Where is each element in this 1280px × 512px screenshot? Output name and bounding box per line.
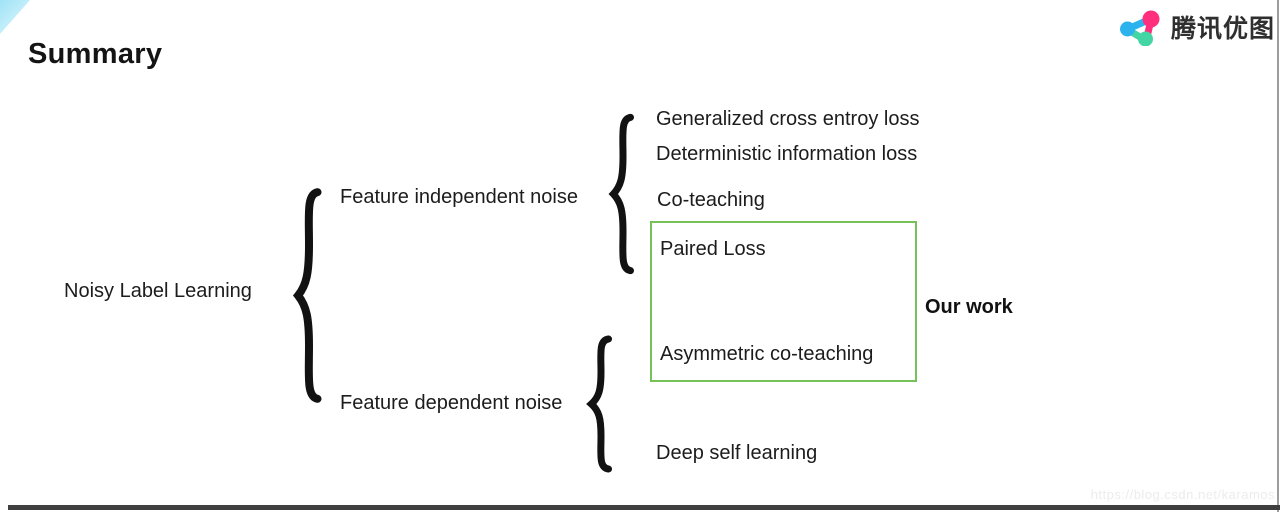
right-edge-line (1277, 0, 1279, 512)
leaf-asymmetric-co-teaching: Asymmetric co-teaching (660, 343, 874, 365)
branch-feature-dependent-label: Feature dependent noise (340, 392, 563, 414)
curly-brace-root (292, 189, 326, 402)
youtu-triangle-logo-icon (1118, 8, 1164, 47)
our-work-highlight-box (650, 221, 917, 382)
leaf-generalized-cross-entropy: Generalized cross entroy loss (656, 108, 920, 130)
leaf-paired-loss: Paired Loss (660, 238, 766, 260)
branch-feature-independent-label: Feature independent noise (340, 186, 578, 208)
corner-decoration (0, 0, 30, 34)
bottom-bar (8, 505, 1280, 510)
leaf-deterministic-information-loss: Deterministic information loss (656, 143, 918, 165)
leaf-deep-self-learning: Deep self learning (656, 442, 818, 464)
tree-root-label: Noisy Label Learning (64, 280, 252, 302)
brand-name: 腾讯优图 (1171, 15, 1276, 43)
brand-logo: 腾讯优图 (1118, 8, 1276, 47)
leaf-co-teaching: Co-teaching (657, 189, 765, 211)
our-work-label: Our work (925, 296, 1013, 318)
page-title: Summary (28, 38, 163, 70)
curly-brace-branch2 (586, 337, 616, 471)
curly-brace-branch1 (608, 115, 638, 273)
watermark-url: https://blog.csdn.net/karamos (1090, 487, 1275, 502)
